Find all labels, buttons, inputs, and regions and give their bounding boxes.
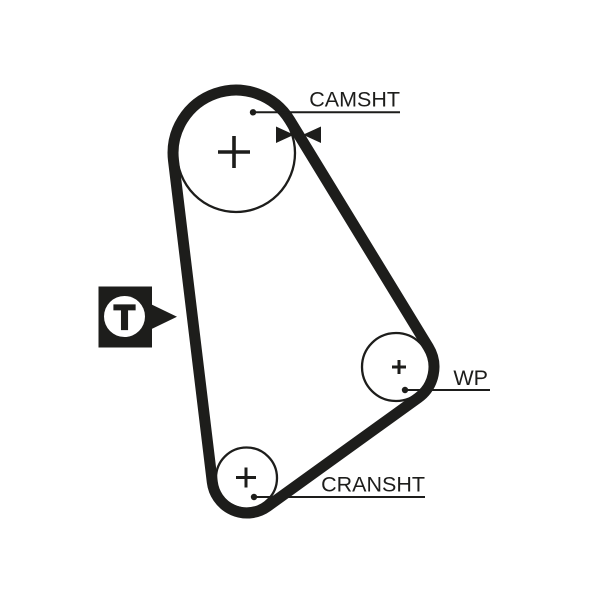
camshaft-label: CAMSHT [309,88,400,112]
tensioner-symbol: T [114,299,135,337]
tensioner-pointer-icon: T [98,286,177,348]
crankshaft-label: CRANSHT [321,473,425,497]
timing-belt [167,84,440,519]
camshaft-center-mark [218,136,250,168]
timing-arrow-right-icon [276,126,294,143]
tensioner-circle [104,296,145,337]
water-pump-label: WP [453,366,488,390]
crankshaft-center-mark [236,467,256,488]
camshaft-leader-dot [249,109,257,116]
camshaft-callout: CAMSHT [249,88,400,116]
crankshaft-callout: CRANSHT [250,473,425,501]
timing-arrow-left-icon [303,126,321,143]
water-pump-leader-dot [401,386,409,394]
opposing-arrowheads-icon [276,126,321,143]
crankshaft-leader-dot [250,493,258,501]
tensioner-arrow-icon [148,303,177,331]
water-pump-center-mark [392,360,406,374]
water-pump-callout: WP [401,366,490,394]
